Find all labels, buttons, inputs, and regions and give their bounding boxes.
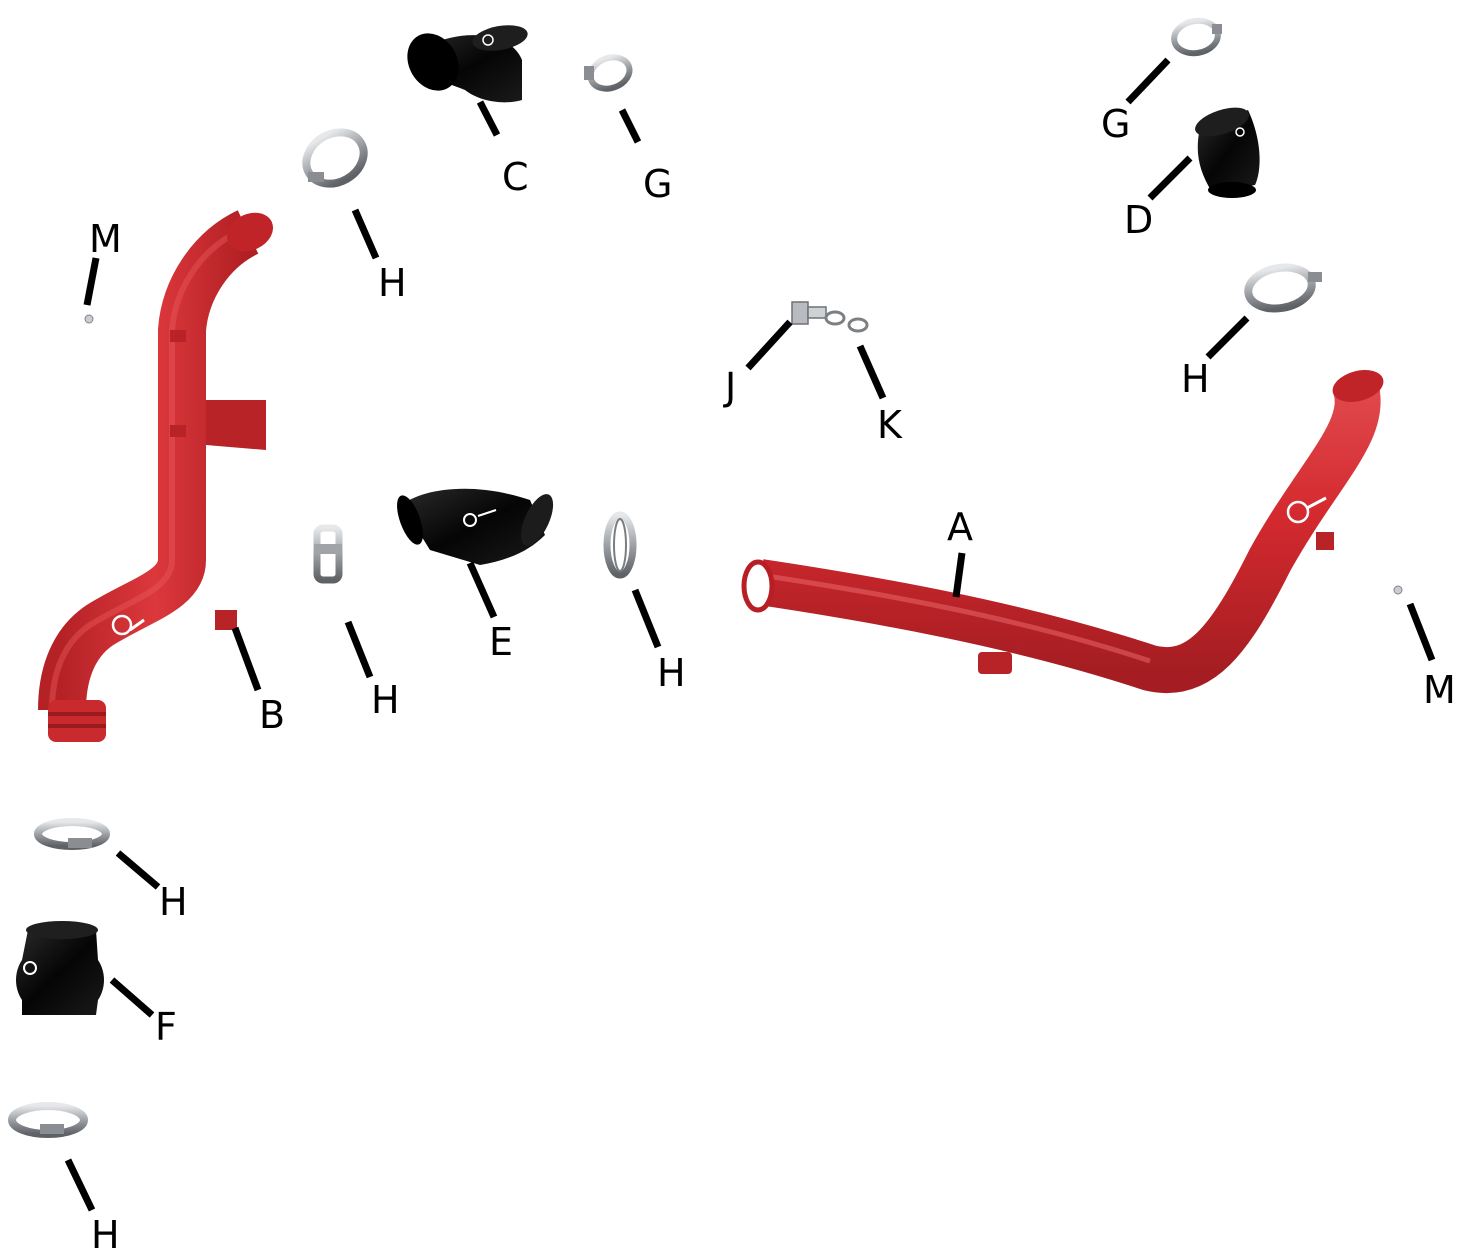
hose-clamp-h-1 <box>297 122 373 194</box>
callout-label-a: A <box>947 505 973 549</box>
leader-line-c <box>480 102 497 135</box>
hose-clamp-h-4 <box>607 515 633 575</box>
callout-label-e: E <box>489 620 513 664</box>
leader-line-g-2 <box>1128 60 1168 102</box>
leader-line-d <box>1150 158 1190 198</box>
hose-clamp-h-2 <box>1245 263 1322 314</box>
90-degree-coupler-c <box>397 21 529 102</box>
callout-label-k: K <box>877 403 903 447</box>
callout-label-h: H <box>159 880 188 924</box>
sensor-plug-m-2 <box>1394 586 1402 594</box>
leader-line-h-2 <box>1208 318 1247 357</box>
callout-label-h: H <box>91 1213 120 1257</box>
leader-line-m-1 <box>87 258 96 305</box>
leader-line-k <box>860 346 883 398</box>
straight-coupler-d <box>1192 102 1260 198</box>
cold-side-tube-a <box>744 365 1387 674</box>
small-clamp-g-2 <box>1172 17 1222 56</box>
callout-label-b: B <box>259 693 285 737</box>
leader-line-h-6 <box>68 1160 92 1210</box>
hose-clamp-h-5 <box>38 822 106 848</box>
callout-label-d: D <box>1124 198 1153 242</box>
callout-labels: M H C G G D H J K A H E H B M H F H <box>89 102 1456 1257</box>
leader-line-h-4 <box>348 622 370 677</box>
leader-line-a <box>956 553 962 597</box>
leader-line-h-3 <box>635 590 658 647</box>
callout-label-g: G <box>643 162 672 206</box>
callout-label-m: M <box>89 217 122 261</box>
callout-label-j: J <box>723 365 736 409</box>
bolt-j <box>792 302 826 324</box>
leader-line-b <box>235 628 258 690</box>
callout-label-g: G <box>1101 102 1130 146</box>
callout-label-h: H <box>378 261 407 305</box>
leader-line-f <box>112 980 152 1015</box>
callout-label-h: H <box>371 678 400 722</box>
small-clamp-g-1 <box>584 52 634 94</box>
leader-line-m-2 <box>1410 604 1432 660</box>
hump-coupler-f <box>16 921 104 1015</box>
callout-label-f: F <box>155 1005 177 1049</box>
leader-line-e <box>470 563 494 617</box>
washer-k <box>826 312 867 331</box>
callout-label-h: H <box>657 651 686 695</box>
callout-label-h: H <box>1181 357 1210 401</box>
sensor-plug-m-1 <box>85 315 93 323</box>
45-degree-coupler-e <box>392 489 560 565</box>
hose-clamp-h-6 <box>12 1106 84 1134</box>
leader-line-h-5 <box>118 853 158 887</box>
leader-line-j <box>748 322 790 368</box>
leader-line-g-1 <box>622 110 638 142</box>
callout-label-m: M <box>1423 668 1456 712</box>
hose-clamp-h-3 <box>314 528 342 580</box>
leader-line-h-1 <box>355 210 376 258</box>
callout-label-c: C <box>502 155 529 199</box>
